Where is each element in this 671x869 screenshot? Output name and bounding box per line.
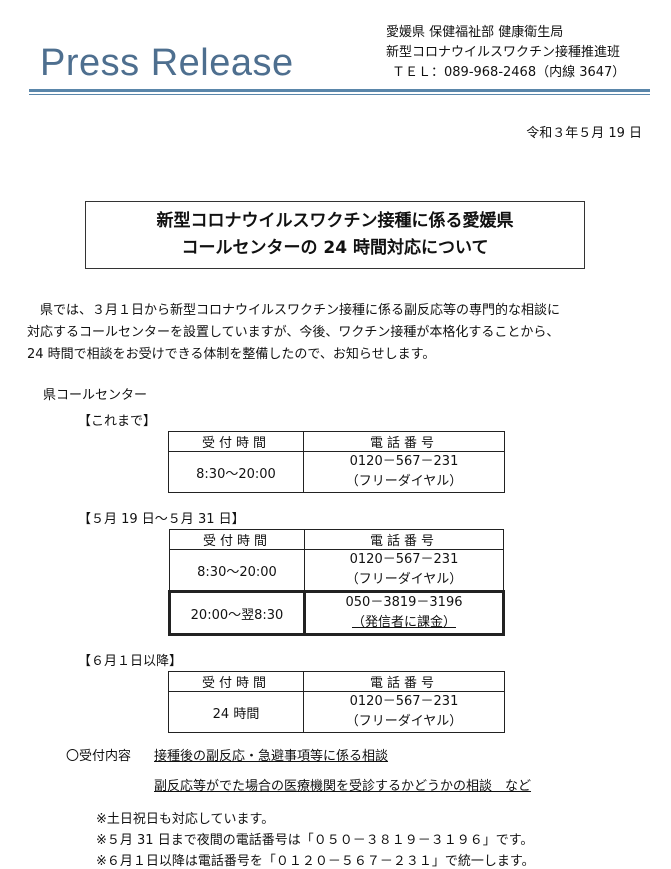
table-header-row: 受付時間 電話番号 xyxy=(168,431,505,452)
body-line-2: 対応するコールセンターを設置していますが、今後、ワクチン接種が本格化することから… xyxy=(27,325,560,340)
block3-label: 【６月１日以降】 xyxy=(78,654,183,669)
phone-number: 0120－567－231 xyxy=(349,454,459,469)
phone-number: 0120－567－231 xyxy=(349,552,459,567)
block2-table: 受付時間 電話番号 8:30～20:00 0120－567－231 （フリーダイ… xyxy=(168,529,505,636)
time-cell: 8:30～20:00 xyxy=(168,451,304,493)
header-phone: 電話番号 xyxy=(304,529,504,550)
phone-note: （フリーダイヤル） xyxy=(345,572,463,587)
title-line-1: 新型コロナウイルスワクチン接種に係る愛媛県 xyxy=(156,211,514,231)
contents-item-1: 接種後の副反応・急避事項等に係る相談 xyxy=(154,749,389,764)
table-header-row: 受付時間 電話番号 xyxy=(169,529,504,550)
header-time: 受付時間 xyxy=(168,431,304,452)
header-time: 受付時間 xyxy=(168,671,304,692)
body-line-3: 24 時間で相談をお受けできる体制を整備したので、お知らせします。 xyxy=(27,347,436,362)
header-phone: 電話番号 xyxy=(303,671,505,692)
table-row: 8:30～20:00 0120－567－231 （フリーダイヤル） xyxy=(169,549,504,592)
header-rule-thin xyxy=(29,94,650,95)
block2-label: 【５月 19 日～５月 31 日】 xyxy=(78,512,245,527)
phone-note: （発信者に課金） xyxy=(351,615,456,630)
phone-number: 0120－567－231 xyxy=(349,694,459,709)
phone-note: （フリーダイヤル） xyxy=(345,474,463,489)
body-line-1: 県では、３月１日から新型コロナウイルスワクチン接種に係る副反応等の専門的な相談に xyxy=(27,303,561,318)
phone-cell: 050－3819－3196 （発信者に課金） xyxy=(303,590,505,636)
table-row-highlighted: 20:00～翌8:30 050－3819－3196 （発信者に課金） xyxy=(168,590,505,636)
title-line-2: コールセンターの 24 時間対応について xyxy=(181,238,489,258)
block1-label: 【これまで】 xyxy=(78,414,157,429)
phone-cell: 0120－567－231 （フリーダイヤル） xyxy=(303,451,505,493)
table-header-row: 受付時間 電話番号 xyxy=(168,671,505,692)
header-rule-thick xyxy=(29,89,650,92)
section-label: 県コールセンター xyxy=(43,388,148,403)
note-3: ※６月１日以降は電話番号を「０１２０－５６７－２３１」で統一します。 xyxy=(96,854,535,869)
org-phone: ＴＥＬ：089-968-2468（内線 3647） xyxy=(392,65,626,80)
phone-note: （フリーダイヤル） xyxy=(345,714,463,729)
phone-cell: 0120－567－231 （フリーダイヤル） xyxy=(303,691,505,733)
block1-table: 受付時間 電話番号 8:30～20:00 0120－567－231 （フリーダイ… xyxy=(168,431,505,493)
block3-table: 受付時間 電話番号 24 時間 0120－567－231 （フリーダイヤル） xyxy=(168,671,505,733)
contents-item-2: 副反応等がでた場合の医療機関を受診するかどうかの相談 など xyxy=(154,779,532,794)
org-team: 新型コロナウイルスワクチン接種推進班 xyxy=(386,45,621,60)
title-box: 新型コロナウイルスワクチン接種に係る愛媛県 コールセンターの 24 時間対応につ… xyxy=(85,201,585,269)
time-cell: 8:30～20:00 xyxy=(169,549,305,592)
header-time: 受付時間 xyxy=(169,529,305,550)
press-release-title: Press Release xyxy=(40,42,294,84)
note-2: ※５月 31 日まで夜間の電話番号は「０５０－３８１９－３１９６」です。 xyxy=(96,833,534,848)
note-1: ※土日祝日も対応しています。 xyxy=(96,812,275,827)
contents-label: 〇受付内容 xyxy=(66,749,132,764)
table-row: 8:30～20:00 0120－567－231 （フリーダイヤル） xyxy=(168,451,505,493)
table-row: 24 時間 0120－567－231 （フリーダイヤル） xyxy=(168,691,505,733)
org-department: 愛媛県 保健福祉部 健康衛生局 xyxy=(386,25,564,40)
phone-number: 050－3819－3196 xyxy=(345,595,463,610)
time-cell: 24 時間 xyxy=(168,691,304,733)
phone-cell: 0120－567－231 （フリーダイヤル） xyxy=(304,549,504,592)
release-date: 令和３年５月 19 日 xyxy=(526,126,642,141)
header-phone: 電話番号 xyxy=(303,431,505,452)
time-cell: 20:00～翌8:30 xyxy=(168,590,306,636)
